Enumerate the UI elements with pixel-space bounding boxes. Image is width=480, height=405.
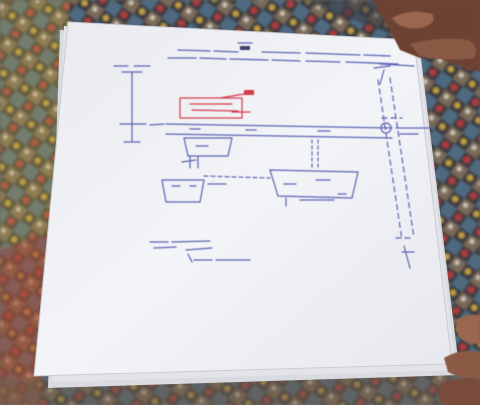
left-vertical-marker [113,65,165,143]
upper-tank [181,137,233,169]
red-annotation-box [179,90,254,119]
right-dashed-pipeline [377,77,415,241]
right-tank [269,139,359,207]
right-markers [373,65,435,269]
handwritten-notes [149,240,251,263]
paper-sheet [33,21,453,377]
lower-left-tank [161,175,271,203]
main-horizontal-line [165,123,393,139]
header-text-lines [167,42,415,67]
fingers-bottom-right [438,314,480,405]
hand-top-right [372,0,480,72]
site-sketch [113,42,435,269]
